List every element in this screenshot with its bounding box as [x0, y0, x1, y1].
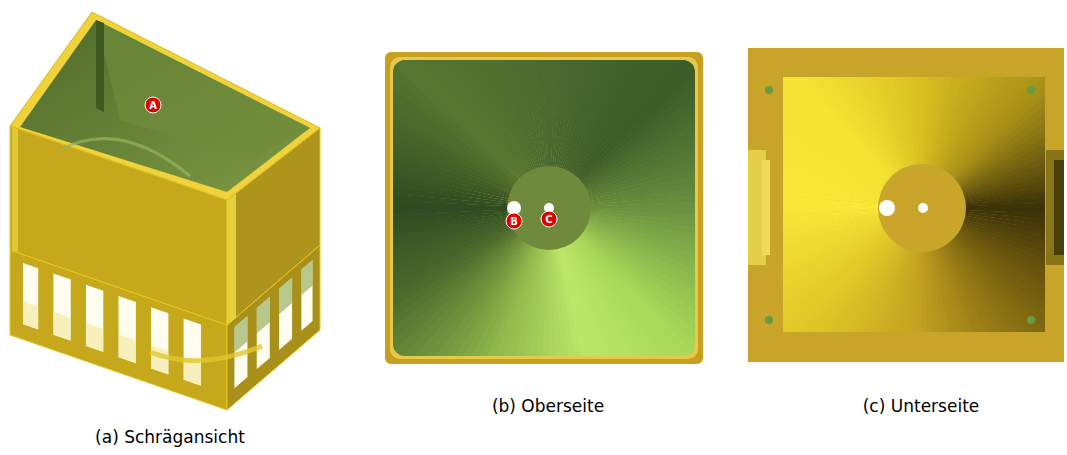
figure-caption: (b) Oberseite — [492, 396, 604, 416]
callout-letter: A — [149, 100, 157, 110]
screw-dot — [765, 316, 773, 324]
leg-opening — [53, 274, 70, 341]
leg-opening-shade — [86, 323, 103, 352]
callout-marker: A — [145, 97, 162, 114]
top-view — [289, 0, 809, 455]
leg-opening-shade — [279, 278, 292, 315]
screw-dot — [1027, 316, 1035, 324]
leg-opening-shade — [234, 316, 247, 353]
inner-opening — [20, 20, 310, 192]
leg-opening-shade — [301, 260, 312, 295]
inner-wall-back — [96, 20, 310, 160]
corner-highlight — [12, 127, 18, 252]
funnel-shading — [393, 60, 695, 356]
leg-opening-shade — [23, 301, 38, 329]
leg-opening — [301, 260, 312, 331]
leg-opening — [257, 297, 270, 369]
hole — [879, 200, 895, 216]
funnel-edge — [150, 346, 262, 361]
bottom-view — [682, 0, 1067, 448]
leg-opening-shade — [119, 334, 136, 363]
leg-opening-shade — [53, 312, 70, 341]
callout-letter: C — [545, 214, 552, 224]
leg-opening — [119, 296, 136, 363]
funnel-shading — [783, 77, 1045, 332]
funnel-edge — [60, 139, 190, 176]
callout-marker: B — [506, 213, 523, 230]
leg-opening — [279, 278, 292, 350]
inner-corner-shade — [96, 20, 104, 112]
callout-letter: B — [510, 216, 518, 226]
center-disk — [878, 164, 966, 252]
top-rim — [10, 12, 320, 200]
side-tab — [1046, 150, 1064, 265]
callout-marker: C — [541, 211, 558, 228]
oblique-view — [10, 12, 320, 410]
hole — [918, 203, 928, 213]
screw-dot — [1027, 86, 1035, 94]
figure-caption: (a) Schrägansicht — [95, 427, 245, 447]
leg-opening — [151, 307, 168, 374]
screw-dot — [765, 86, 773, 94]
figure-caption: (c) Unterseite — [863, 396, 980, 416]
leg-opening — [86, 285, 103, 352]
side-tab — [762, 160, 770, 255]
leg-opening — [184, 319, 201, 386]
center-disk — [507, 166, 591, 250]
leg-opening-shade — [151, 346, 168, 375]
leg-opening-shade — [257, 297, 270, 334]
side-tab — [1054, 160, 1064, 255]
leg-opening — [23, 263, 38, 329]
corner-highlight — [227, 193, 236, 325]
